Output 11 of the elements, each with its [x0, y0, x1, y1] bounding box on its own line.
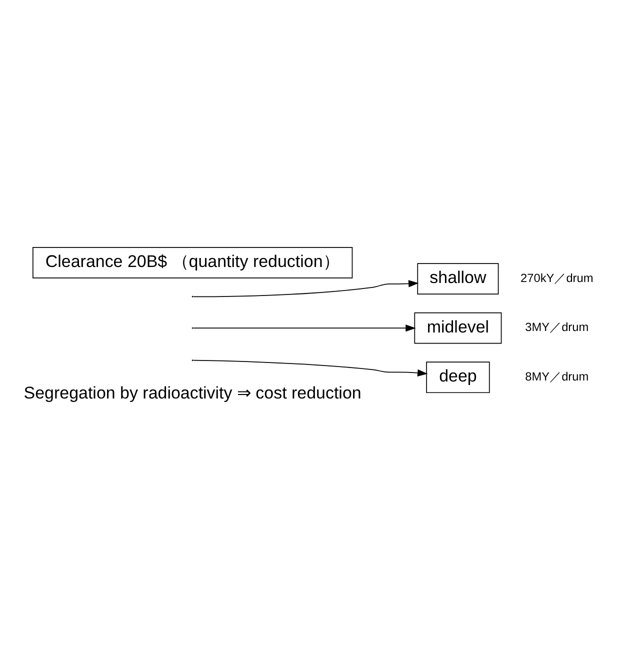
node-box: midlevel	[414, 312, 502, 344]
node-box: deep	[426, 361, 490, 393]
node-label: 270kY／drum	[520, 270, 594, 284]
arrow	[193, 359, 428, 376]
label: Segregation by radioactivity ⇒ cost reduction	[24, 383, 362, 402]
arrow	[193, 280, 419, 297]
node-label: 3MY／drum	[525, 320, 589, 334]
node-label: 8MY／drum	[525, 368, 589, 383]
node-box: shallow	[417, 262, 499, 294]
arrow	[193, 324, 416, 332]
node-box: Clearance 20B$ （quantity reduction）	[32, 246, 353, 278]
